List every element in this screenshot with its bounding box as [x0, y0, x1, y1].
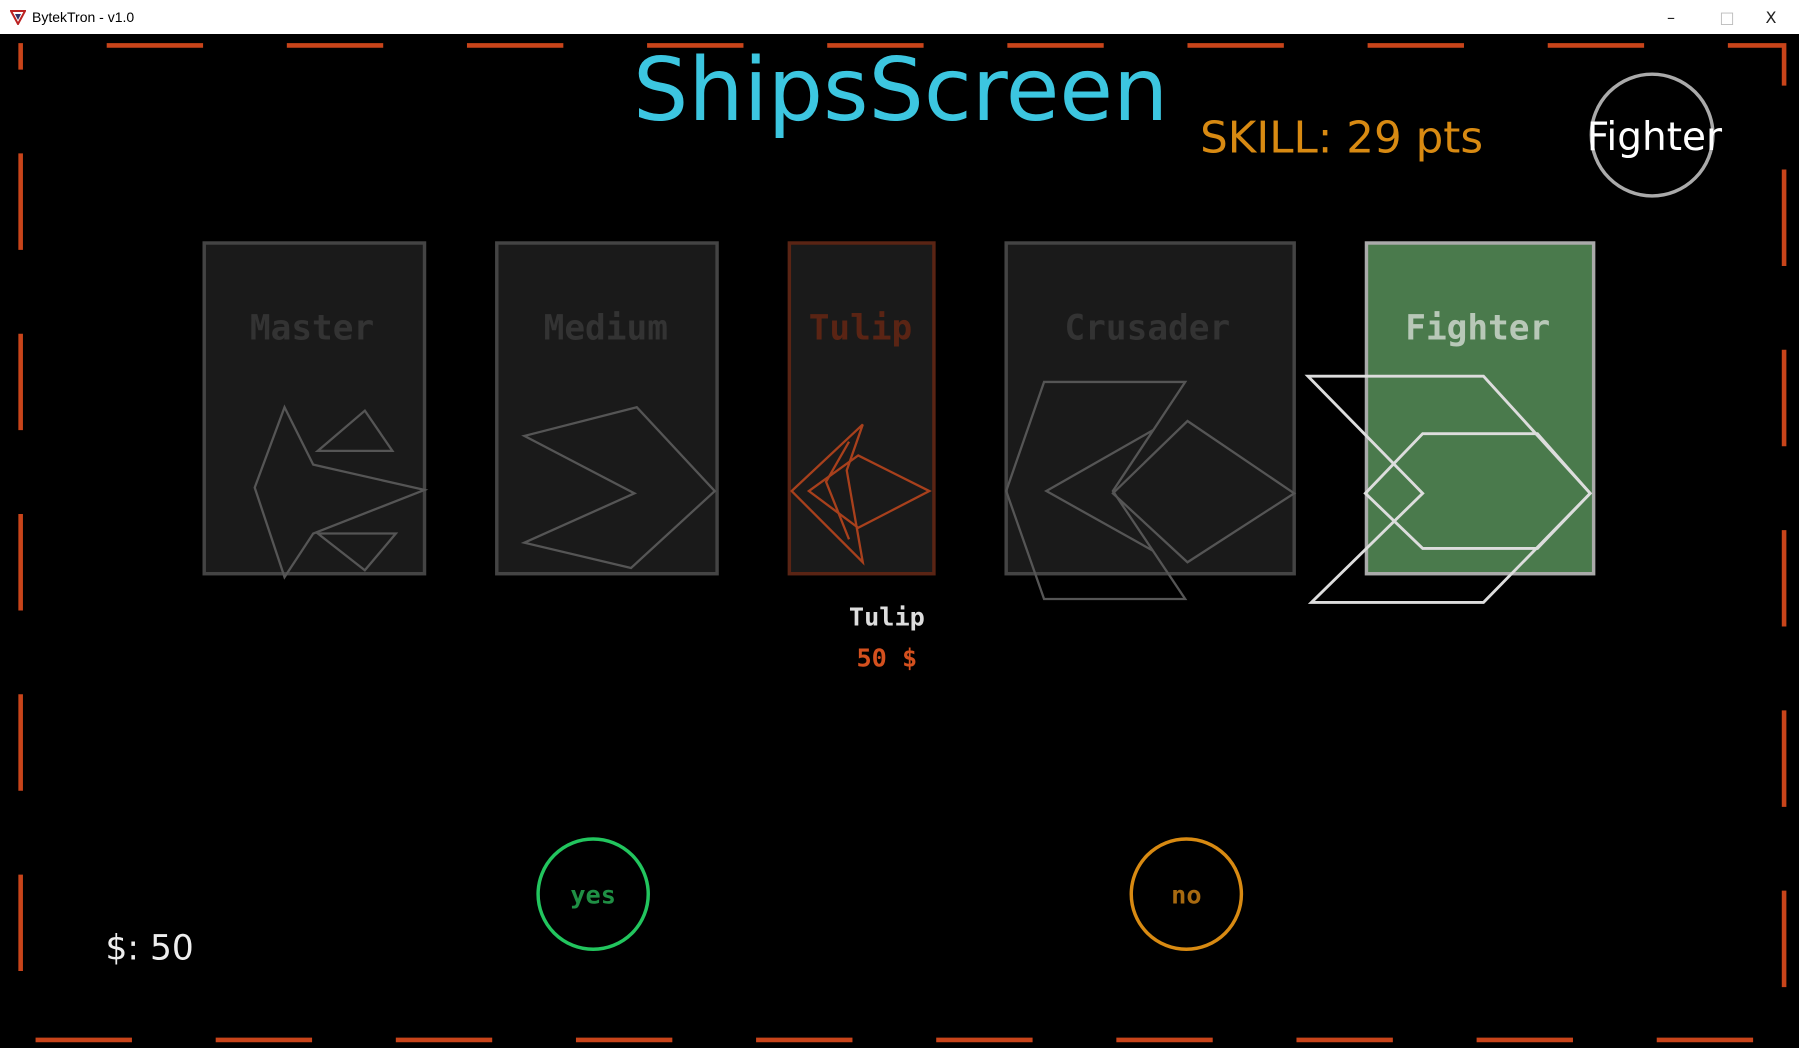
ship-card-label: Fighter — [1405, 308, 1550, 348]
ship-card-medium[interactable]: Medium — [495, 241, 719, 576]
ships-screen: ShipsScreen SKILL: 29 pts Fighter Master… — [18, 39, 1787, 1043]
maximize-button[interactable]: □ — [1719, 7, 1735, 27]
screen-title: ShipsScreen — [633, 39, 1168, 141]
yes-label: yes — [570, 880, 616, 909]
ship-card-label: Tulip — [809, 308, 913, 348]
current-ship-label: Fighter — [1587, 115, 1723, 160]
fighter-ship-icon — [1304, 374, 1593, 604]
ship-card-crusader[interactable]: Crusader — [1004, 241, 1297, 601]
dashed-border — [18, 43, 1787, 1043]
ship-card-label: Medium — [544, 308, 668, 348]
yes-button[interactable]: yes — [536, 837, 650, 951]
ship-card-tulip[interactable]: Tulip — [787, 241, 936, 576]
ship-card-fighter[interactable]: Fighter — [1304, 241, 1596, 604]
current-ship-button[interactable]: Fighter — [1587, 72, 1723, 198]
tulip-ship-icon — [790, 423, 932, 566]
money-display: $: 50 — [106, 929, 194, 969]
crusader-ship-icon — [1004, 380, 1297, 601]
ship-card-label: Master — [250, 308, 374, 348]
skill-points: SKILL: 29 pts — [1200, 113, 1483, 163]
selected-ship-price: 50 $ — [856, 644, 917, 673]
no-label: no — [1171, 880, 1201, 909]
no-button[interactable]: no — [1129, 837, 1244, 951]
master-ship-icon — [253, 404, 429, 580]
selected-ship-name: Tulip — [849, 602, 925, 631]
minimize-button[interactable]: – — [1667, 7, 1675, 27]
close-button[interactable]: X — [1765, 7, 1777, 27]
window-title: BytekTron - v1.0 — [32, 9, 135, 25]
medium-ship-icon — [520, 405, 717, 570]
title-bar: BytekTron - v1.0 – □ X — [0, 0, 1799, 34]
ship-card-label: Crusader — [1064, 308, 1230, 348]
ship-card-master[interactable]: Master — [202, 241, 429, 580]
app-logo-icon — [10, 10, 26, 25]
